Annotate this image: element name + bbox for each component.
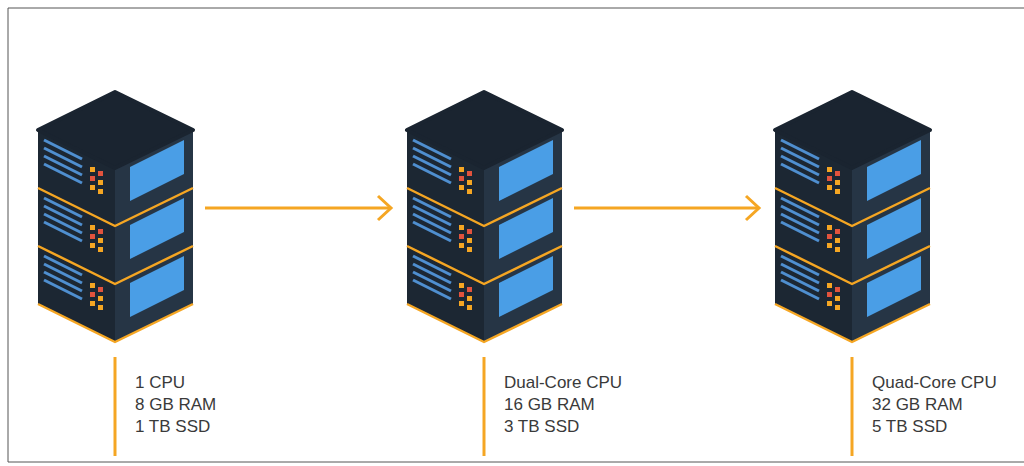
spec-text: 8 GB RAM bbox=[135, 394, 216, 416]
server-stack bbox=[775, 92, 930, 342]
frame-border bbox=[8, 8, 1024, 462]
spec-text: 3 TB SSD bbox=[504, 416, 579, 438]
arrow-connector bbox=[574, 196, 759, 220]
leader-line bbox=[851, 357, 854, 456]
server-stack bbox=[38, 92, 193, 342]
server-node: 1 CPU8 GB RAM1 TB SSD bbox=[38, 90, 193, 345]
leader-line bbox=[483, 357, 486, 456]
spec-text: 5 TB SSD bbox=[872, 416, 947, 438]
spec-text: 1 CPU bbox=[135, 372, 185, 394]
spec-text: Dual-Core CPU bbox=[504, 372, 622, 394]
arrow-connector bbox=[205, 196, 391, 220]
spec-text: 32 GB RAM bbox=[872, 394, 963, 416]
server-node: Dual-Core CPU16 GB RAM3 TB SSD bbox=[407, 90, 562, 345]
leader-line bbox=[114, 357, 117, 456]
spec-text: Quad-Core CPU bbox=[872, 372, 997, 394]
spec-text: 16 GB RAM bbox=[504, 394, 595, 416]
spec-text: 1 TB SSD bbox=[135, 416, 210, 438]
server-stack bbox=[407, 92, 562, 342]
server-node: Quad-Core CPU32 GB RAM5 TB SSD bbox=[775, 90, 930, 345]
